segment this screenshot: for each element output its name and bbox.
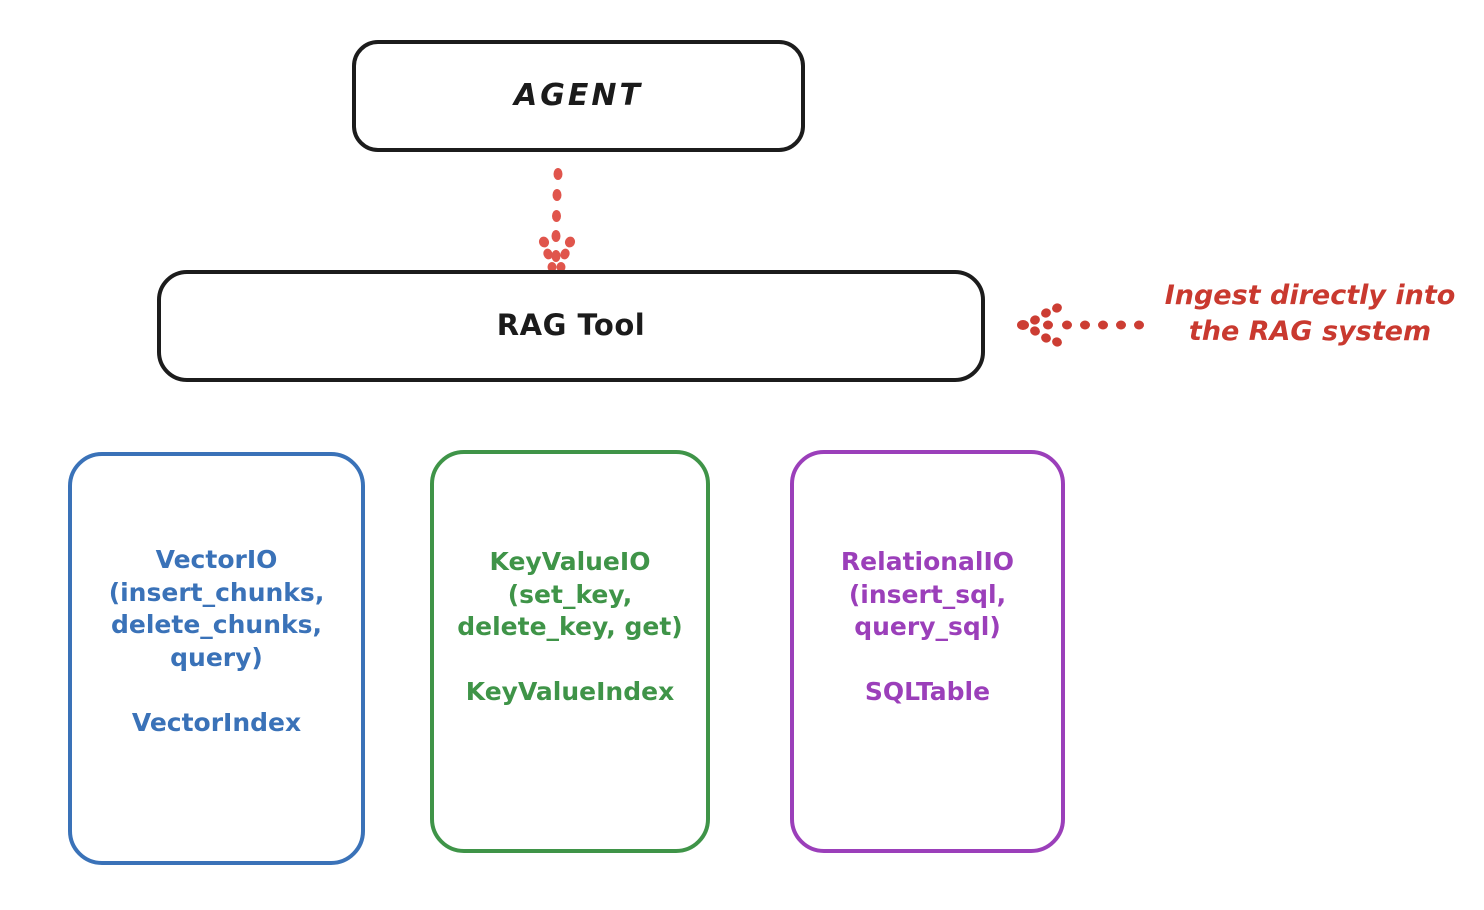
rag-tool-node[interactable]: RAG Tool [157, 270, 985, 382]
agent-node-label: AGENT [514, 77, 643, 113]
agent-to-rag-tool-dotted-arrow-icon [500, 150, 620, 283]
ingest-to-rag-tool-dotted-arrow-icon [1015, 295, 1145, 355]
rag-tool-node-label: RAG Tool [496, 308, 646, 343]
relational-io-node[interactable]: RelationalIO (insert_sql, query_sql) SQL… [790, 450, 1065, 853]
key-value-io-node-label: KeyValueIO (set_key, delete_key, get) Ke… [457, 547, 683, 706]
vector-io-node-label: VectorIO (insert_chunks, delete_chunks, … [108, 545, 325, 737]
ingest-annotation-text: Ingest directly into the RAG system [1164, 280, 1456, 347]
agent-node[interactable]: AGENT [352, 40, 805, 152]
relational-io-node-label: RelationalIO (insert_sql, query_sql) SQL… [840, 547, 1015, 706]
key-value-io-node[interactable]: KeyValueIO (set_key, delete_key, get) Ke… [430, 450, 710, 853]
vector-io-node[interactable]: VectorIO (insert_chunks, delete_chunks, … [68, 452, 365, 865]
